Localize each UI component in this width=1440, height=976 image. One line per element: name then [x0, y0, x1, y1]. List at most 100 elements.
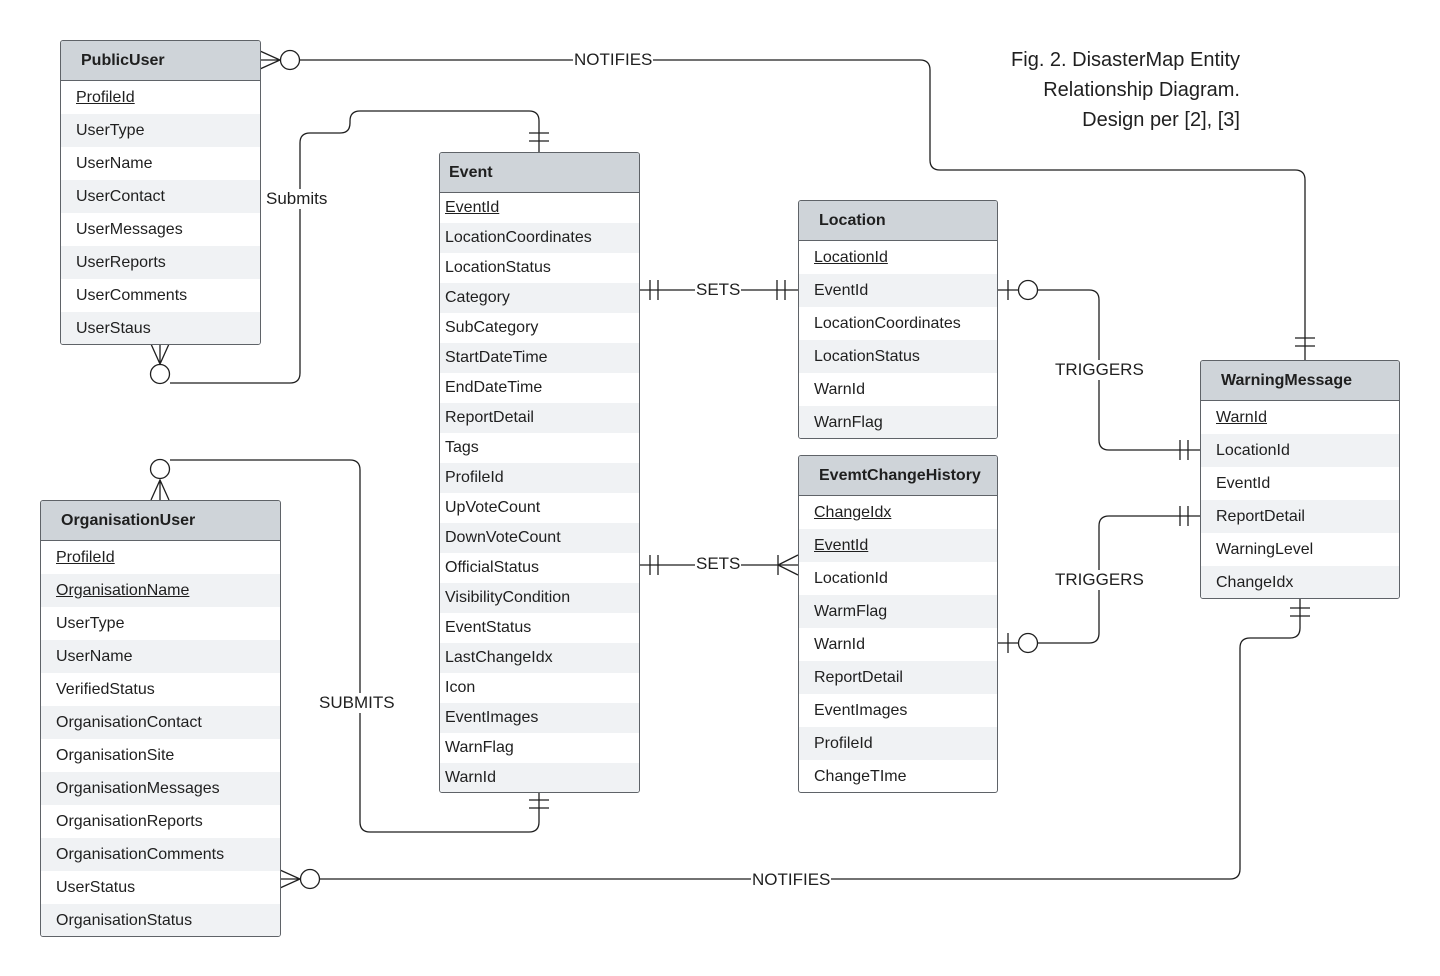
entity-attribute: ReportDetail: [799, 661, 997, 694]
entity-attribute: StartDateTime: [440, 343, 639, 373]
triggers-location-zero: [1017, 279, 1039, 301]
submits-public-crowfoot: [150, 343, 170, 366]
entity-attribute: WarnId: [440, 763, 639, 792]
entity-attribute: WarnId: [814, 380, 865, 398]
triggers-history-one-mark: [1179, 506, 1189, 526]
entity-attribute: SubCategory: [445, 319, 539, 336]
rel-label-submits-org: SUBMITS: [318, 693, 396, 713]
entity-attribute: EventId: [799, 274, 997, 307]
entity-attribute: WarnFlag: [799, 406, 997, 438]
entity-attribute: UserStaus: [61, 312, 260, 344]
notifies-public-zero: [279, 49, 301, 71]
notifies-org-one-mark: [1290, 607, 1310, 617]
notifies-public-one-mark: [1295, 337, 1315, 347]
entity-attribute: EventId: [1216, 474, 1271, 492]
sets-history-crowfoot: [776, 554, 799, 576]
primary-key-attribute: ChangeIdx: [814, 503, 892, 521]
notifies-org-zero: [299, 868, 321, 890]
primary-key-attribute: ProfileId: [76, 88, 135, 106]
triggers-history-zero: [1017, 632, 1039, 654]
entity-attribute: LocationId: [814, 569, 888, 587]
entity-header: Location: [799, 201, 997, 241]
entity-attribute: EventStatus: [445, 619, 532, 636]
sets-location-mark-a: [649, 280, 659, 300]
entity-attribute: LocationStatus: [445, 259, 551, 276]
caption-line: Design per [2], [3]: [1082, 109, 1240, 131]
entity-attribute: ChangeTIme: [814, 767, 907, 785]
entity-attribute: OfficialStatus: [445, 559, 539, 576]
primary-key-attribute: EventId: [799, 529, 997, 562]
entity-attribute: ReportDetail: [1201, 500, 1399, 533]
entity-attribute: Category: [440, 283, 639, 313]
entity-attribute: WarmFlag: [799, 595, 997, 628]
entity-attribute: WarnId: [814, 635, 865, 653]
entity-header: Event: [440, 153, 639, 193]
rel-label-triggers-location: TRIGGERS: [1054, 360, 1145, 380]
entity-attribute: DownVoteCount: [440, 523, 639, 553]
entity-attribute: UserName: [76, 154, 153, 172]
entity-header: WarningMessage: [1201, 361, 1399, 401]
entity-attribute: OrganisationContact: [41, 706, 280, 739]
rel-label-sets-location: SETS: [695, 280, 742, 300]
entity-attribute: ProfileId: [440, 463, 639, 493]
entity-attribute: OrganisationMessages: [41, 772, 280, 805]
entity-attribute: EventImages: [814, 701, 908, 719]
rel-label-submits-public: Submits: [265, 189, 329, 209]
entity-attribute: ProfileId: [799, 727, 997, 760]
entity-header: OrganisationUser: [41, 501, 280, 541]
entity-attribute: Tags: [445, 439, 479, 456]
triggers-location-one-mark: [1179, 440, 1189, 460]
rel-label-notifies-public: NOTIFIES: [573, 50, 654, 70]
submits-public-one-mark: [529, 132, 549, 142]
sets-location-mark-b: [776, 280, 786, 300]
entity-attribute: Icon: [445, 679, 476, 696]
entity-attribute: EventImages: [440, 703, 639, 733]
entity-attribute: VerifiedStatus: [56, 680, 155, 698]
entity-attribute: UserReports: [61, 246, 260, 279]
notifies-org-line: [320, 598, 1301, 880]
caption-line: Relationship Diagram.: [1043, 79, 1240, 101]
submits-public-line: [170, 110, 540, 384]
entity-attribute: UserName: [41, 640, 280, 673]
primary-key-attribute: WarnId: [1216, 408, 1267, 426]
entity-attribute: UpVoteCount: [445, 499, 541, 516]
entity-attribute: ReportDetail: [440, 403, 639, 433]
entity-header: PublicUser: [61, 41, 260, 81]
entity-attribute: UserContact: [61, 180, 260, 213]
notifies-public-line: [300, 59, 1306, 360]
primary-key-attribute: LocationId: [814, 248, 888, 266]
entity-attribute: LocationCoordinates: [440, 223, 639, 253]
rel-label-triggers-history: TRIGGERS: [1054, 570, 1145, 590]
entity-attribute: OrganisationComments: [41, 838, 280, 871]
entity-attribute: LocationId: [1201, 434, 1399, 467]
notifies-public-crowfoot: [259, 50, 282, 70]
sets-history-mark-a: [649, 555, 659, 575]
entity-attribute: ChangeIdx: [1201, 566, 1399, 598]
entity-attribute: OrganisationReports: [56, 812, 203, 830]
entity-attribute: WarnFlag: [445, 739, 514, 756]
entity-attribute: UserMessages: [76, 220, 183, 238]
primary-key-attribute: OrganisationName: [41, 574, 280, 607]
rel-label-sets-history: SETS: [695, 554, 742, 574]
entity-attribute: VisibilityCondition: [440, 583, 639, 613]
entity-attribute: UserComments: [76, 286, 188, 304]
rel-label-notifies-org: NOTIFIES: [751, 870, 832, 890]
submits-org-zero: [149, 458, 171, 480]
submits-public-zero: [149, 363, 171, 385]
entity-attribute: LocationStatus: [799, 340, 997, 373]
entity-attribute: OrganisationStatus: [41, 904, 280, 936]
submits-org-one-mark: [529, 799, 549, 809]
